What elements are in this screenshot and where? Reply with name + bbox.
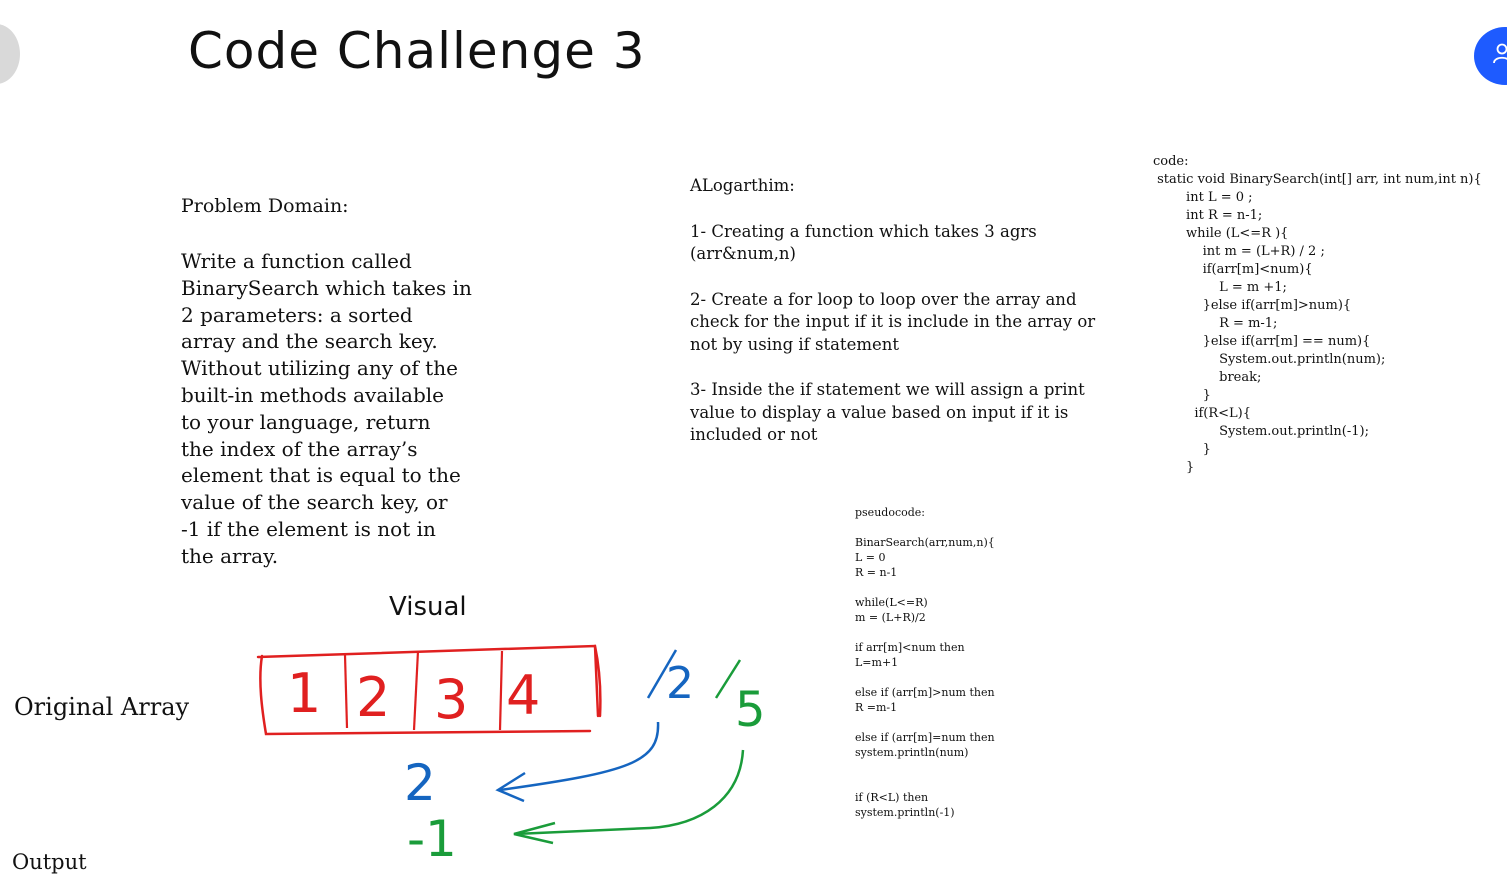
code-line: while (L<=R ){ (1153, 226, 1289, 241)
pseudocode-line: R = n-1 (855, 566, 898, 579)
pseudocode-line: m = (L+R)/2 (855, 611, 926, 624)
code-line: if(R<L){ (1153, 406, 1252, 421)
code-line: }else if(arr[m]>num){ (1153, 298, 1352, 313)
output-value: -1 (407, 810, 457, 868)
code-line: } (1153, 442, 1211, 457)
problem-line: the index of the array’s (181, 436, 418, 461)
original-array-label: Original Array (14, 693, 190, 721)
problem-line: Without utilizing any of the (181, 356, 458, 381)
pseudocode-line: system.println(-1) (855, 806, 955, 819)
problem-domain-text: Write a function called BinarySearch whi… (181, 248, 481, 570)
input-arrow (499, 721, 660, 792)
array-divider (412, 650, 420, 731)
array-value: 3 (434, 668, 468, 731)
algorithm-step: 3- Inside the if statement we will assig… (690, 380, 1085, 444)
pseudocode-line: if (R<L) then (855, 791, 929, 804)
code-line: } (1153, 388, 1211, 403)
array-box (256, 644, 602, 736)
output-label: Output (12, 850, 87, 874)
arrow-head (513, 821, 556, 845)
arrow-head (495, 771, 526, 803)
algorithm-step: 1- Creating a function which takes 3 agr… (690, 221, 1037, 264)
problem-line: 2 parameters: a sorted (181, 302, 413, 327)
code-line: break; (1153, 370, 1262, 385)
output-value: 2 (404, 754, 436, 812)
pseudocode-line: R =m-1 (855, 701, 898, 714)
array-divider (498, 650, 504, 731)
algorithm-section: ALogarthim: 1- Creating a function which… (690, 175, 1110, 470)
pseudocode-line: else if (arr[m]=num then (855, 731, 995, 744)
problem-line: Write a function called (181, 249, 412, 273)
problem-line: BinarySearch which takes in (181, 275, 472, 300)
input-slash (714, 659, 742, 699)
code-line: }else if(arr[m] == num){ (1153, 334, 1371, 349)
code-line: int m = (L+R) / 2 ; (1153, 244, 1325, 259)
code-line: int L = 0 ; (1153, 190, 1253, 205)
problem-line: to your language, return (181, 409, 431, 434)
problem-line: array and the search key. (181, 329, 438, 354)
problem-line: value of the search key, or (181, 490, 448, 515)
array-divider (343, 654, 349, 729)
code-block: static void BinarySearch(int[] arr, int … (1153, 171, 1482, 477)
input-slash (646, 649, 678, 699)
problem-line: -1 if the element is not in (181, 516, 436, 541)
pseudocode-line: L = 0 (855, 551, 886, 564)
code-line: static void BinarySearch(int[] arr, int … (1153, 172, 1482, 187)
code-line: R = m-1; (1153, 316, 1278, 331)
code-line: System.out.println(-1); (1153, 424, 1369, 439)
pseudocode-line: while(L<=R) (855, 596, 928, 609)
code-line: if(arr[m]<num){ (1153, 262, 1313, 277)
pseudocode-label: pseudocode: (855, 506, 925, 519)
input-arrow (514, 749, 745, 836)
pseudocode-line: BinarSearch(arr,num,n){ (855, 536, 995, 549)
input-value: 5 (735, 682, 766, 738)
problem-line: built-in methods available (181, 382, 444, 407)
code-section: code: static void BinarySearch(int[] arr… (1153, 153, 1482, 477)
pseudocode-section: pseudocode: BinarSearch(arr,num,n){ L = 0… (855, 505, 995, 820)
algorithm-step: 2- Create a for loop to loop over the ar… (690, 289, 1096, 354)
problem-domain-heading: Problem Domain: (181, 195, 349, 217)
code-line: } (1153, 460, 1195, 475)
side-handle (0, 24, 20, 84)
algorithm-heading: ALogarthim: (690, 176, 795, 195)
problem-line: the array. (181, 543, 279, 568)
problem-line: element that is equal to the (181, 463, 461, 488)
pseudocode-line: L=m+1 (855, 656, 899, 669)
array-value: 2 (356, 666, 390, 729)
pseudocode-line: if arr[m]<num then (855, 641, 965, 654)
pseudocode-line: system.println(num) (855, 746, 969, 759)
input-value: 2 (666, 658, 694, 709)
array-value: 1 (287, 662, 321, 725)
code-line: int R = n-1; (1153, 208, 1263, 223)
pseudocode-line: else if (arr[m]>num then (855, 686, 995, 699)
array-value: 4 (506, 664, 540, 727)
page-title: Code Challenge 3 (188, 22, 646, 80)
pseudocode-block: BinarSearch(arr,num,n){ L = 0 R = n-1 while… (855, 520, 995, 820)
code-line: System.out.println(num); (1153, 352, 1386, 367)
code-line: L = m +1; (1153, 280, 1287, 295)
visual-label: Visual (389, 592, 467, 622)
code-label: code: (1153, 154, 1189, 169)
